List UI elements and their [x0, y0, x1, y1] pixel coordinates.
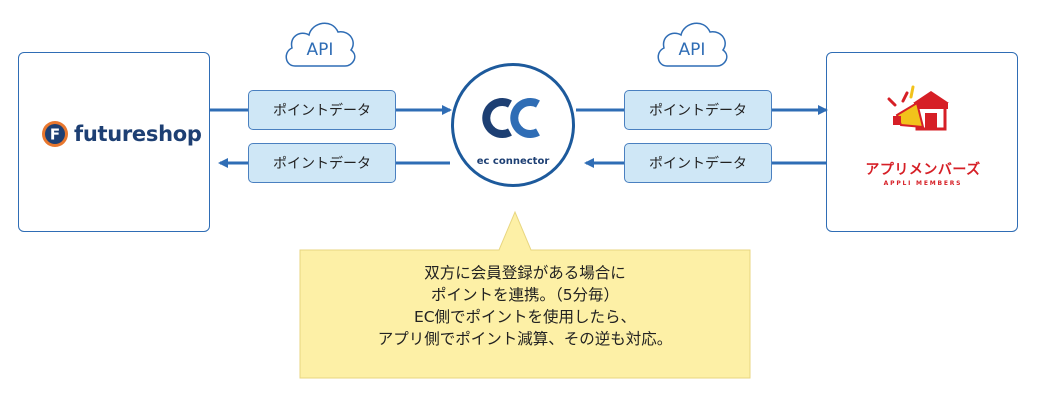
flow-label-left-top: ポイントデータ: [248, 90, 396, 130]
note-line: ポイントを連携。（5分毎）: [430, 286, 620, 304]
api-label-right: API: [678, 40, 706, 60]
note-line: アプリ側でポイント減算、その逆も対応。: [377, 330, 673, 348]
futureshop-logo: F futureshop: [41, 120, 202, 148]
futureshop-name: futureshop: [74, 122, 202, 146]
appli-members-logo: アプリメンバーズ APPLI MEMBERS: [827, 81, 1019, 187]
flow-label-right-top: ポイントデータ: [624, 90, 772, 130]
cloud-icon: [657, 22, 728, 67]
note-callout: 双方に会員登録がある場合に ポイントを連携。（5分毎） EC側でポイントを使用し…: [302, 262, 748, 350]
ec-connector-logo-icon: [482, 98, 540, 138]
flow-label-left-bottom: ポイントデータ: [248, 143, 396, 183]
api-cloud-right: API: [653, 14, 731, 70]
futureshop-f-icon: F: [42, 121, 68, 147]
api-cloud-left: API: [281, 14, 359, 70]
api-label-left: API: [306, 40, 334, 60]
cloud-icon: [285, 22, 356, 67]
note-callout-shape: [299, 210, 751, 379]
futureshop-system-box: F futureshop: [18, 52, 210, 232]
appli-members-name: アプリメンバーズ: [865, 162, 981, 178]
futureshop-logo-letter: F: [50, 126, 60, 144]
megaphone-shop-icon: [887, 85, 949, 131]
ec-connector-hub: ec connector: [451, 63, 575, 187]
appli-members-system-box: アプリメンバーズ APPLI MEMBERS: [826, 52, 1018, 232]
ec-connector-name: ec connector: [476, 156, 550, 167]
note-line: 双方に会員登録がある場合に: [424, 264, 626, 282]
appli-members-name-en: APPLI MEMBERS: [883, 180, 963, 187]
flow-label-right-bottom: ポイントデータ: [624, 143, 772, 183]
note-line: EC側でポイントを使用したら、: [413, 308, 637, 326]
